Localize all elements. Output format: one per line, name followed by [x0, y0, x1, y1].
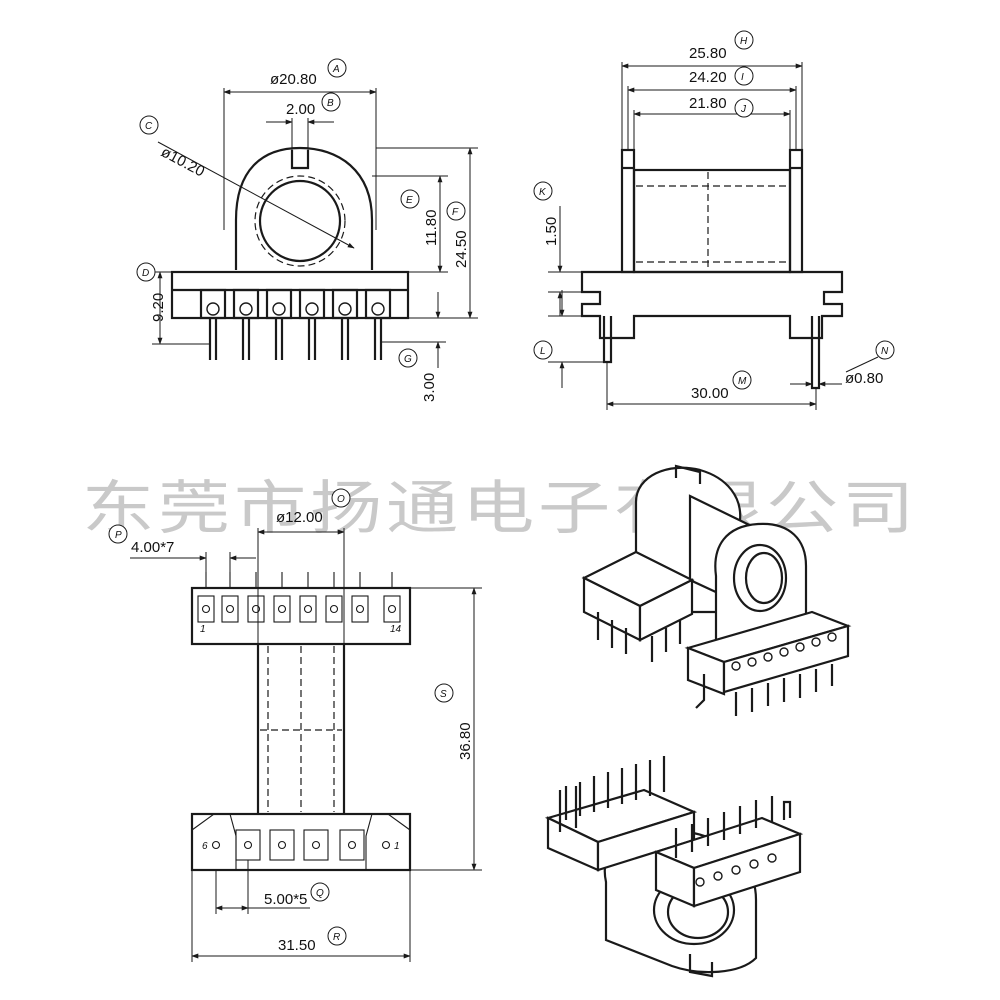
dim-tag-m: M: [738, 376, 747, 387]
front-pins: [206, 302, 385, 360]
dim-value-f: 24.50: [453, 230, 470, 268]
dim-tag-n: N: [881, 346, 889, 357]
dim-tag-b: B: [327, 98, 334, 109]
iso2-front-pins: [674, 796, 792, 887]
dim-tag-g: G: [404, 354, 412, 365]
dim-value-i: 24.20: [689, 69, 727, 86]
side-tube: [632, 168, 792, 274]
pin-number-bottom-right: 1: [394, 841, 400, 852]
pin-number-top-right: 14: [390, 624, 402, 635]
front-terminal-windows: [199, 288, 392, 320]
dim-tag-o: O: [337, 494, 345, 505]
dim-value-e: 11.80: [423, 210, 440, 246]
dim-tag-f: F: [452, 207, 459, 218]
dim-value-s: 36.80: [457, 722, 474, 760]
bottom-top-flange: [190, 586, 412, 646]
dim-value-j: 21.80: [689, 95, 727, 112]
pin-number-bottom-left: 6: [202, 841, 208, 852]
dim-value-g: 3.00: [421, 373, 438, 402]
dim-tag-r: R: [333, 932, 340, 943]
front-bore-hidden: [254, 175, 346, 267]
front-core-bore: [258, 179, 342, 263]
iso2-back-pins: [558, 756, 666, 832]
dim-value-p: 4.00*7: [131, 539, 174, 556]
dim-value-n: ø0.80: [845, 370, 883, 387]
isometric-view-top: [581, 464, 852, 716]
dim-tag-e: E: [406, 195, 413, 206]
bottom-bottom-terminals: [191, 813, 411, 870]
dim-value-c: ø10.20: [158, 144, 207, 181]
iso1-front-pins: [695, 632, 837, 716]
bottom-top-terminals: [197, 572, 401, 623]
pin-number-top-left: 1: [200, 624, 206, 635]
dim-value-b: 2.00: [286, 101, 315, 118]
dim-tag-q: Q: [316, 888, 324, 899]
dim-value-o: ø12.00: [276, 509, 323, 526]
dim-tag-c: C: [145, 121, 153, 132]
front-flange-outline: [234, 146, 374, 270]
front-view: ø20.80 A 2.00 B C ø10.20 9.20 D 11.80 E: [136, 58, 478, 402]
dim-value-m: 30.00: [691, 385, 729, 402]
dim-tag-h: H: [740, 36, 748, 47]
dim-value-h: 25.80: [689, 45, 727, 62]
dim-tag-k: K: [539, 187, 547, 198]
dim-tag-a: A: [332, 64, 340, 75]
dim-value-q: 5.00*5: [264, 891, 307, 908]
side-pin-right: [810, 316, 821, 390]
dim-value-k: 1.50: [543, 217, 560, 246]
dim-value-d: 9.20: [150, 293, 167, 322]
dim-tag-i: I: [741, 72, 744, 83]
dim-tag-d: D: [142, 268, 149, 279]
side-view: 25.80 H 24.20 I 21.80 J 1.50 K L: [533, 30, 895, 410]
side-base: [580, 270, 844, 340]
dim-value-r: 31.50: [278, 937, 316, 954]
dim-tag-l: L: [540, 346, 546, 357]
dim-tag-p: P: [115, 530, 122, 541]
isometric-view-bottom: [544, 756, 804, 978]
dim-tag-j: J: [740, 104, 747, 115]
bottom-bottom-flange: [190, 812, 412, 872]
dim-value-a: ø20.80: [270, 71, 317, 88]
bottom-view: 1 14 6 1 4.00*7 P ø12.00 O 36.80 S 5.00*…: [108, 488, 482, 962]
dim-tag-s: S: [440, 689, 447, 700]
iso1-front-bore: [732, 543, 788, 613]
company-watermark: 东莞市扬通电子有限公司: [82, 474, 918, 542]
front-top-slot: [290, 150, 310, 170]
